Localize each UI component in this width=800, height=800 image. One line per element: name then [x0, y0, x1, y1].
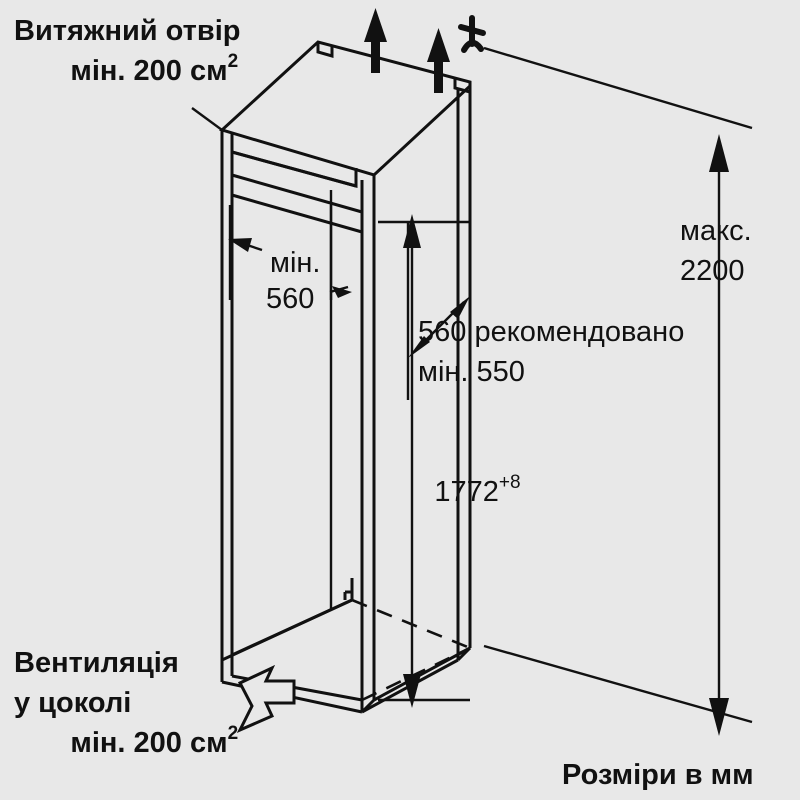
dimension-max-label-line2: 2200 — [680, 255, 745, 287]
dimension-depth-label-line1: мін. — [270, 247, 320, 279]
dimension-max-height — [483, 46, 753, 736]
dimension-niche-height — [378, 214, 470, 708]
annotation-plinth-line3-text: мін. 200 см — [70, 727, 227, 759]
annotation-exhaust-line1: Витяжний отвір — [14, 15, 240, 47]
dimension-niche-width — [406, 222, 472, 400]
dimension-height-tolerance: +8 — [499, 472, 521, 493]
dimension-niche-depth — [228, 205, 352, 300]
up-arrow-icon-left — [364, 8, 387, 73]
annotation-exhaust-line2-text: мін. 200 см — [70, 55, 227, 87]
dimension-height-label: 1772+8 — [378, 463, 561, 508]
dimension-width-label-line1: 560 рекомендовано — [418, 316, 684, 348]
annotation-plinth-line2: у цоколі — [14, 687, 131, 719]
dimension-max-label-line1: макс. — [680, 215, 752, 247]
hollow-arrow-icon — [236, 664, 296, 734]
dimension-height-base: 1772 — [434, 476, 499, 508]
dimension-width-label-line2: мін. 550 — [418, 356, 525, 388]
annotation-plinth-line3: мін. 200 см2 — [14, 714, 278, 759]
up-arrow-icon-right — [427, 28, 450, 93]
leader-line-exhaust — [191, 107, 223, 131]
dimension-depth-label-line2: 560 — [266, 283, 314, 315]
annotation-exhaust-line2-sup: 2 — [228, 51, 239, 72]
footer-units-note: Розміри в мм — [562, 759, 754, 791]
annotation-plinth-line1: Вентиляція — [14, 647, 179, 679]
airflow-burst-icon — [458, 15, 486, 53]
annotation-plinth-line3-sup: 2 — [228, 723, 239, 744]
annotation-exhaust-line2: мін. 200 см2 — [14, 42, 278, 87]
